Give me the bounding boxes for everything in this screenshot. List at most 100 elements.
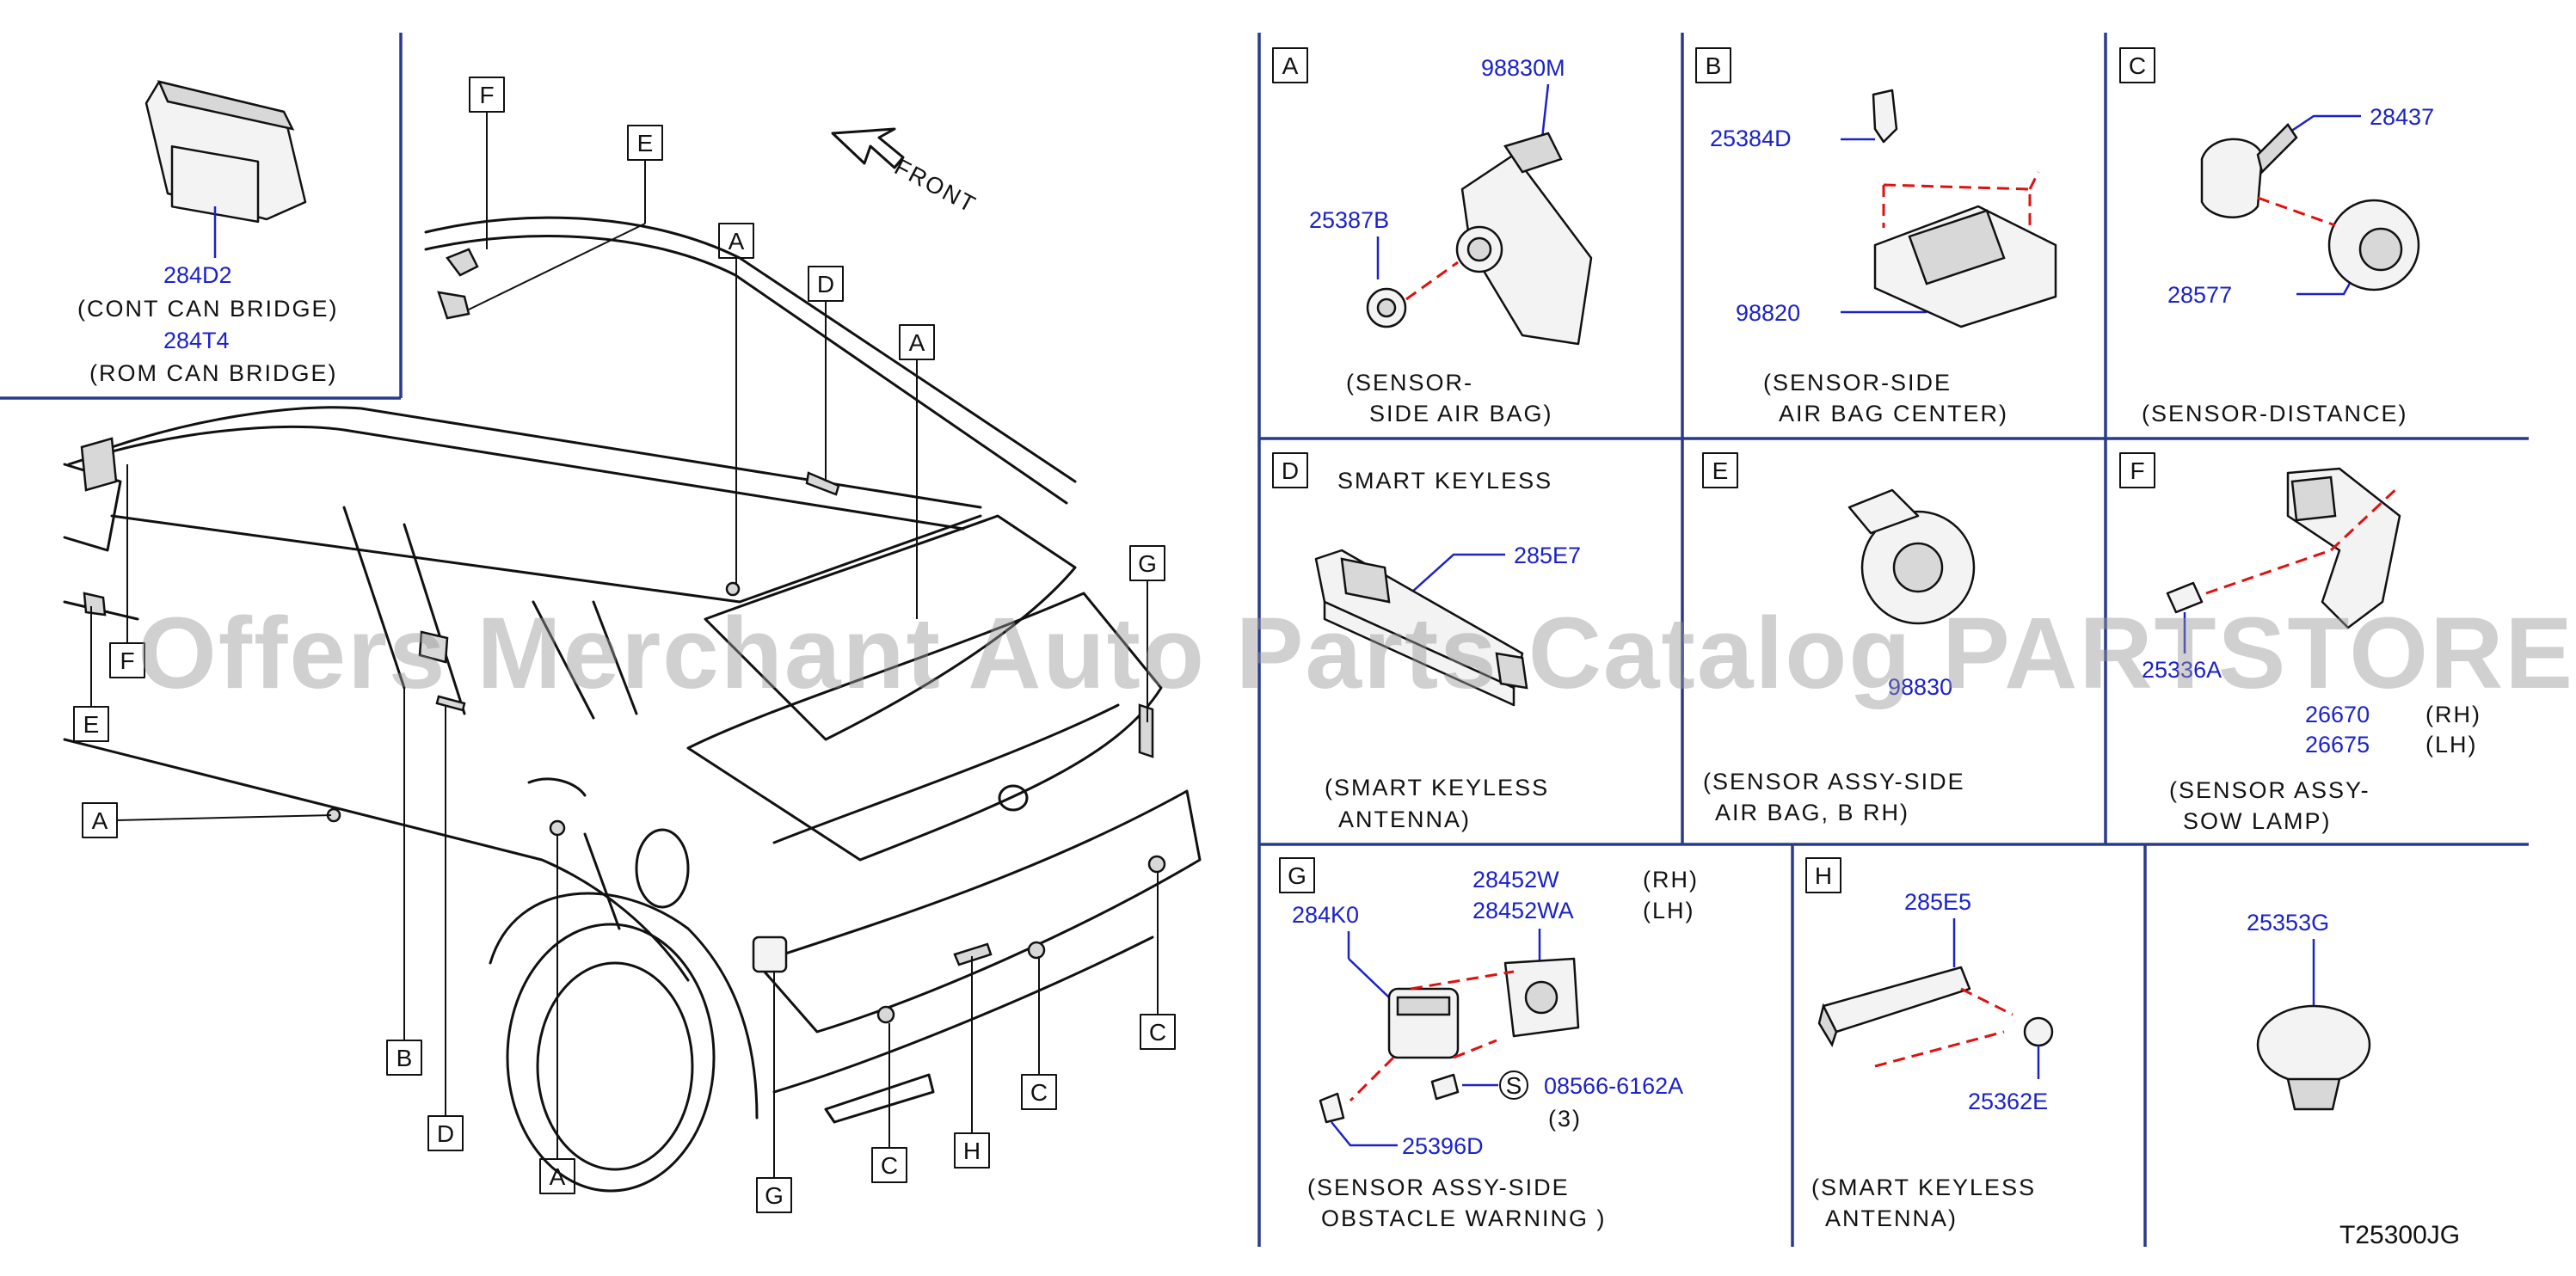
panel-a: A 98830M 25387B (SENSOR- SIDE AIR BAG) (1272, 47, 1593, 426)
overview-leaders (90, 112, 1159, 1178)
panel-b-letter: B (1706, 52, 1722, 79)
panel-h-letter: H (1815, 862, 1832, 889)
callout-box: H (954, 1132, 990, 1169)
svg-text:C: C (1030, 1079, 1048, 1106)
panel-a-caption-1: (SENSOR- (1346, 370, 1473, 396)
panel-b-caption-1: (SENSOR-SIDE (1763, 370, 1952, 396)
svg-text:B: B (397, 1045, 413, 1071)
bridge-part-2: 284T4 (163, 328, 230, 353)
svg-text:E: E (83, 711, 100, 738)
callout-box: A (718, 223, 754, 259)
part-285E5: 285E5 (1904, 889, 1971, 915)
part-25362E: 25362E (1968, 1089, 2048, 1114)
svg-text:D: D (817, 271, 834, 298)
front-arrow: FRONT (831, 127, 981, 218)
part-26670: 26670 (2305, 702, 2370, 727)
bridge-inset: 284D2 (CONT CAN BRIDGE) 284T4 (ROM CAN B… (0, 33, 403, 400)
svg-text:G: G (1138, 550, 1157, 577)
panel-h-caption-2: ANTENNA) (1825, 1205, 1958, 1231)
part-28437: 28437 (2370, 104, 2434, 130)
callout-box: A (539, 1158, 575, 1194)
figure-code: T25300JG (2339, 1221, 2460, 1249)
panel-d-letter: D (1282, 457, 1299, 484)
part-25387B: 25387B (1309, 207, 1389, 233)
callout-box: D (427, 1115, 464, 1151)
callout-box: G (756, 1177, 792, 1213)
front-label: FRONT (890, 154, 981, 218)
part-25353G: 25353G (2247, 910, 2329, 936)
callout-box: A (82, 802, 118, 838)
svg-text:E: E (637, 130, 654, 156)
part-98830: 98830 (1888, 674, 1952, 700)
svg-text:H: H (963, 1138, 981, 1164)
svg-text:A: A (909, 329, 925, 356)
callout-box: A (899, 324, 935, 360)
svg-text:A: A (729, 228, 745, 255)
part-28452W-side: (RH) (1643, 867, 1699, 893)
part-26675-side: (LH) (2425, 732, 2478, 758)
part-25336A: 25336A (2142, 657, 2222, 683)
part-28452WA: 28452WA (1472, 898, 1574, 923)
panel-c-letter: C (2129, 52, 2146, 79)
panel-b-caption-2: AIR BAG CENTER) (1779, 401, 2008, 426)
part-26675: 26675 (2305, 732, 2370, 758)
svg-text:F: F (479, 82, 494, 108)
part-98830M: 98830M (1481, 55, 1565, 81)
svg-text:D: D (437, 1120, 454, 1147)
overview-callouts: F E A D A G F E A B D A G C H C C (73, 77, 1176, 1213)
svg-text:A: A (550, 1163, 566, 1190)
part-08566-qty: (3) (1548, 1106, 1582, 1132)
panel-c-caption-1: (SENSOR-DISTANCE) (2142, 401, 2408, 426)
panel-g-caption-1: (SENSOR ASSY-SIDE (1307, 1175, 1570, 1200)
panel-b: B 25384D 98820 (SENSOR-SIDE AIR BAG CENT… (1695, 47, 2057, 426)
panel-c: C 28437 28577 (SENSOR-DISTANCE) (2119, 47, 2434, 426)
svg-text:A: A (92, 807, 108, 834)
panel-h-caption-1: (SMART KEYLESS (1811, 1175, 2036, 1200)
part-28452WA-side: (LH) (1643, 898, 1695, 923)
callout-box: B (386, 1040, 422, 1076)
callout-box: C (1140, 1014, 1176, 1050)
callout-box: C (871, 1147, 907, 1183)
panel-f: F 25336A 26670 (RH) 26675 (LH) (SENSOR A… (2119, 452, 2481, 834)
callout-box: C (1021, 1074, 1057, 1110)
panel-e-letter: E (1712, 457, 1729, 484)
svg-text:F: F (120, 647, 134, 674)
svg-text:G: G (765, 1182, 784, 1209)
panel-a-letter: A (1282, 52, 1299, 79)
callout-box: F (109, 642, 145, 678)
svg-text:C: C (1149, 1019, 1166, 1046)
panel-d-title: SMART KEYLESS (1337, 468, 1552, 494)
part-285E7: 285E7 (1514, 543, 1581, 568)
part-98820: 98820 (1736, 300, 1800, 326)
panel-e: E 98830 (SENSOR ASSY-SIDE AIR BAG, B RH) (1702, 452, 1976, 825)
callout-box: G (1129, 545, 1165, 581)
panel-f-letter: F (2130, 457, 2144, 484)
panel-e-caption-2: AIR BAG, B RH) (1715, 800, 1909, 825)
panel-d: D SMART KEYLESS 285E7 (SMART KEYLESS ANT… (1272, 452, 1581, 832)
symbol-s: S (1506, 1072, 1522, 1099)
part-25396D: 25396D (1402, 1133, 1484, 1159)
panel-f-caption-2: SOW LAMP) (2183, 808, 2332, 834)
bridge-caption-2: (ROM CAN BRIDGE) (89, 360, 338, 386)
panel-g: G 28452W (RH) 28452WA (LH) 284K0 S 08566… (1279, 857, 1699, 1231)
panel-f-caption-1: (SENSOR ASSY- (2169, 777, 2370, 803)
panel-clip: 25353G (2247, 910, 2371, 1111)
part-28452W: 28452W (1472, 867, 1559, 893)
part-28577: 28577 (2167, 282, 2232, 308)
part-284K0: 284K0 (1292, 902, 1359, 928)
bridge-part-1: 284D2 (163, 262, 232, 288)
part-26670-side: (RH) (2425, 702, 2481, 727)
panel-h: H 285E5 25362E (SMART KEYLESS ANTENNA) (1805, 857, 2054, 1231)
overview-sensors (80, 248, 1166, 1024)
callout-box: E (73, 706, 109, 742)
callout-box: F (469, 77, 505, 113)
panel-d-caption-2: ANTENNA) (1338, 807, 1471, 832)
part-25384D: 25384D (1710, 126, 1792, 151)
panel-e-caption-1: (SENSOR ASSY-SIDE (1703, 769, 1965, 794)
panel-d-caption-1: (SMART KEYLESS (1325, 775, 1549, 801)
svg-text:C: C (881, 1152, 898, 1179)
panel-g-letter: G (1288, 862, 1306, 889)
part-08566-6162A: 08566-6162A (1544, 1073, 1683, 1099)
panel-a-caption-2: SIDE AIR BAG) (1369, 401, 1553, 426)
